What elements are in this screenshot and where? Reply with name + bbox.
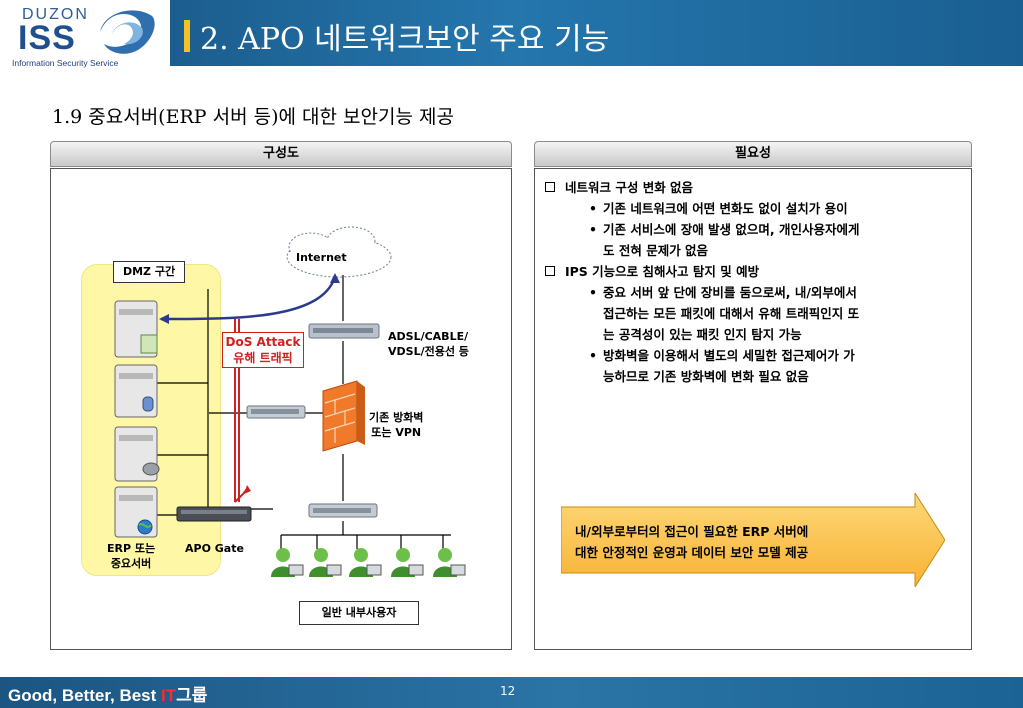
page-title: 2. APO 네트워크보안 주요 기능 [200, 22, 610, 57]
diagram-panel-heading: 구성도 [50, 141, 512, 167]
slogan-it: IT [161, 686, 177, 705]
diagram-graphics [114, 226, 466, 577]
bullet-dot-icon: • [589, 348, 597, 363]
footer: Good, Better, Best IT그룹 12 [0, 677, 1023, 708]
requirement-detail: • 중요 서버 앞 단에 장비를 둠으로써, 내/외부에서 접근하는 모든 패킷… [545, 282, 965, 345]
requirement-detail: • 기존 네트워크에 어떤 변화도 없이 설치가 용이 [545, 198, 965, 219]
company-logo: DUZON ISS Information Security Service [0, 0, 170, 76]
diagram-panel: Internet DMZ 구간 DoS Attack 유해 트래픽 ADSL/C… [50, 168, 512, 650]
adsl-label: ADSL/CABLE/ VDSL/전용선 등 [388, 329, 469, 359]
firewall-label: 기존 방화벽 또는 VPN [369, 410, 423, 440]
header: DUZON ISS Information Security Service 2… [0, 0, 1023, 76]
necessity-panel-heading: 필요성 [534, 141, 972, 167]
requirement-detail: • 기존 서비스에 장애 발생 없으며, 개인사용자에게 도 전혀 문제가 없음 [545, 219, 965, 261]
detail-line: 중요 서버 앞 단에 장비를 둠으로써, 내/외부에서 [603, 285, 857, 300]
dos-attack-label: DoS Attack 유해 트래픽 [222, 332, 304, 368]
detail-line: 접근하는 모든 패킷에 대해서 유해 트래픽인지 또 [603, 306, 860, 321]
firewall-label-line1: 기존 방화벽 [369, 411, 424, 424]
footer-slogan: Good, Better, Best IT그룹 [8, 681, 207, 706]
network-diagram: Internet DMZ 구간 DoS Attack 유해 트래픽 ADSL/C… [51, 169, 511, 649]
requirement-title: IPS 기능으로 침해사고 탐지 및 예방 [565, 264, 760, 279]
internet-cloud-icon [286, 226, 392, 278]
title-accent-bar [184, 20, 190, 52]
page-number: 12 [500, 684, 516, 698]
checkbox-bullet-icon [545, 266, 555, 276]
detail-line: 도 전혀 문제가 없음 [603, 243, 709, 258]
slogan-main: Good, Better, Best [8, 686, 162, 705]
detail-line: 는 공격성이 있는 패킷 인지 탐지 가능 [603, 327, 802, 342]
adsl-label-line2: VDSL/전용선 등 [388, 345, 469, 358]
dmz-label: DMZ 구간 [113, 261, 185, 283]
requirement-item: IPS 기능으로 침해사고 탐지 및 예방 [545, 261, 965, 282]
internet-label: Internet [296, 251, 347, 264]
internal-users-icon [271, 548, 466, 577]
apo-gate-device-icon [176, 506, 252, 522]
adsl-label-line1: ADSL/CABLE/ [388, 330, 469, 343]
internal-switch-icon [308, 503, 378, 518]
bullet-dot-icon: • [589, 285, 597, 300]
bullet-dot-icon: • [589, 201, 597, 216]
requirement-detail: • 방화벽을 이용해서 별도의 세밀한 접근제어가 가 능하므로 기존 방화벽에… [545, 345, 965, 387]
logo-duzon-text: DUZON [22, 6, 89, 23]
dmz-server-1-icon [114, 300, 158, 358]
bullet-dot-icon: • [589, 222, 597, 237]
dmz-server-2-icon [114, 364, 158, 418]
section-subtitle: 1.9 중요서버(ERP 서버 등)에 대한 보안기능 제공 [52, 106, 454, 128]
adsl-modem-icon [308, 323, 380, 339]
apo-gate-label: APO Gate [185, 542, 244, 555]
requirement-list: 네트워크 구성 변화 없음 • 기존 네트워크에 어떤 변화도 없이 설치가 용… [545, 177, 965, 387]
erp-label-line2: 중요서버 [110, 557, 152, 570]
title-bar: 2. APO 네트워크보안 주요 기능 [170, 0, 1023, 66]
dmz-server-3-icon [114, 426, 160, 482]
dos-attack-line1: DoS Attack [225, 335, 301, 349]
requirement-title: 네트워크 구성 변화 없음 [565, 180, 694, 195]
dos-attack-line2: 유해 트래픽 [233, 351, 293, 365]
callout-text: 내/외부로부터의 접근이 필요한 ERP 서버에 대한 안정적인 운영과 데이터… [575, 521, 808, 563]
erp-server-label: ERP 또는 중요서버 [107, 541, 155, 571]
detail-line: 방화벽을 이용해서 별도의 세밀한 접근제어가 가 [603, 348, 855, 363]
firewall-label-line2: 또는 VPN [371, 426, 422, 439]
checkbox-bullet-icon [545, 182, 555, 192]
firewall-icon [322, 380, 365, 452]
detail-line: 기존 네트워크에 어떤 변화도 없이 설치가 용이 [603, 201, 848, 216]
callout-line2: 대한 안정적인 운영과 데이터 보안 모델 제공 [575, 545, 809, 560]
callout-line1: 내/외부로부터의 접근이 필요한 ERP 서버에 [575, 524, 809, 539]
detail-line: 기존 서비스에 장애 발생 없으며, 개인사용자에게 [603, 222, 860, 237]
requirement-item: 네트워크 구성 변화 없음 [545, 177, 965, 198]
logo-subtitle: Information Security Service [12, 58, 119, 68]
internal-users-label: 일반 내부사용자 [299, 601, 419, 625]
callout-arrow-shape [561, 493, 945, 587]
detail-line: 능하므로 기존 방화벽에 변화 필요 없음 [603, 369, 809, 384]
erp-server-icon [114, 486, 158, 538]
logo-iss-text: ISS [18, 19, 76, 57]
slogan-end: 그룹 [176, 686, 208, 705]
erp-label-line1: ERP 또는 [107, 542, 156, 555]
necessity-panel: 네트워크 구성 변화 없음 • 기존 네트워크에 어떤 변화도 없이 설치가 용… [534, 168, 972, 650]
switch-icon [246, 405, 306, 419]
summary-callout: 내/외부로부터의 접근이 필요한 ERP 서버에 대한 안정적인 운영과 데이터… [561, 493, 945, 587]
logo-swoosh-icon [100, 10, 155, 54]
